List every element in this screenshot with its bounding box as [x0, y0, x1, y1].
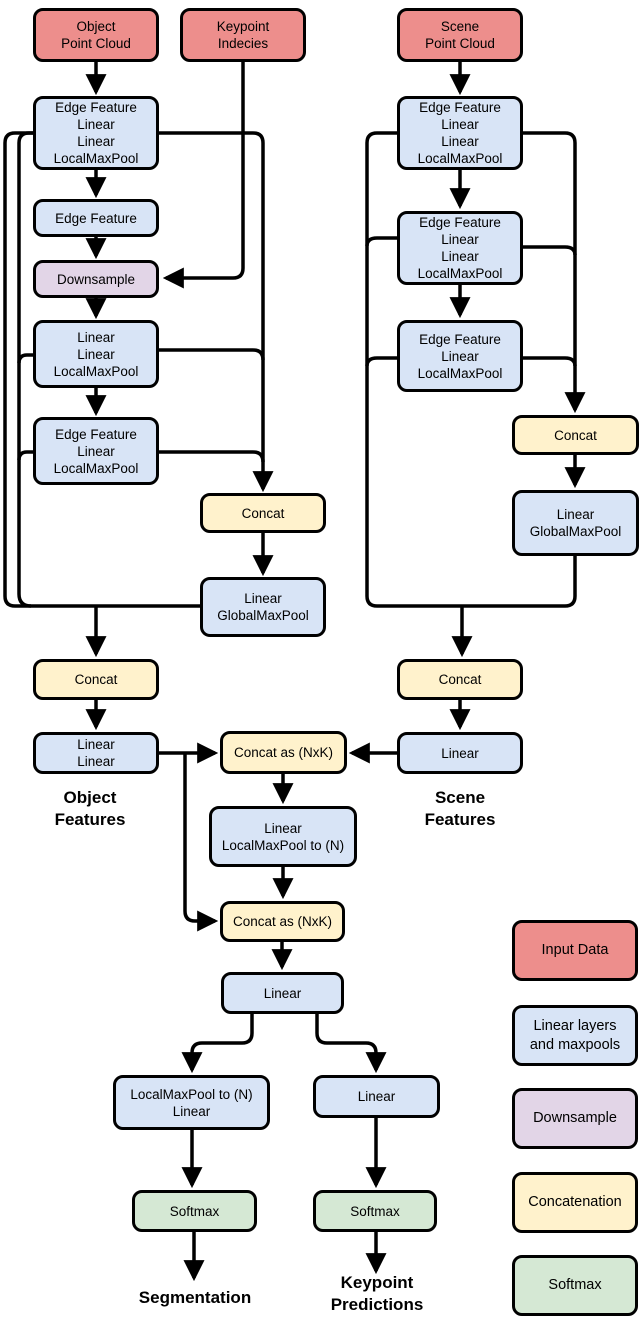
- node-keypoint-indecies: Keypoint Indecies: [180, 8, 306, 62]
- node-downsample: Downsample: [33, 260, 159, 298]
- object-features-label: Object Features: [54, 788, 126, 829]
- scene-features-label: Scene Features: [424, 788, 496, 829]
- node-object-block-2: Linear Linear LocalMaxPool: [33, 320, 159, 388]
- node-object-linear-globalmaxpool: Linear GlobalMaxPool: [200, 577, 326, 637]
- node-segmentation-block: LocalMaxPool to (N) Linear: [113, 1075, 270, 1130]
- node-object-edge-feature: Edge Feature: [33, 199, 159, 237]
- node-linear-localmaxpool-n: Linear LocalMaxPool to (N): [209, 806, 357, 867]
- legend-softmax: Softmax: [512, 1255, 638, 1316]
- node-concat-nxk-2: Concat as (NxK): [220, 901, 345, 942]
- node-keypoint-softmax: Softmax: [313, 1190, 437, 1232]
- node-scene-linear-globalmaxpool: Linear GlobalMaxPool: [512, 490, 639, 556]
- node-scene-point-cloud: Scene Point Cloud: [397, 8, 523, 62]
- segmentation-label: Segmentation: [138, 1288, 252, 1307]
- node-head-linear: Linear: [221, 972, 344, 1014]
- node-object-point-cloud: Object Point Cloud: [33, 8, 159, 62]
- node-object-mid-concat: Concat: [200, 493, 326, 533]
- legend-downsample: Downsample: [512, 1088, 638, 1149]
- node-scene-edge-block-2: Edge Feature Linear Linear LocalMaxPool: [397, 211, 523, 285]
- legend-input-data: Input Data: [512, 920, 638, 981]
- legend-concatenation: Concatenation: [512, 1172, 638, 1233]
- keypoint-predictions-label: Keypoint Predictions: [330, 1273, 424, 1314]
- node-concat-nxk-1: Concat as (NxK): [220, 731, 347, 774]
- node-scene-concat-1: Concat: [512, 415, 639, 455]
- node-object-linear-linear: Linear Linear: [33, 732, 159, 774]
- legend-linear-layers: Linear layers and maxpools: [512, 1005, 638, 1066]
- node-object-block-3: Edge Feature Linear LocalMaxPool: [33, 417, 159, 485]
- node-scene-concat-2: Concat: [397, 659, 523, 700]
- node-object-edge-block-1: Edge Feature Linear Linear LocalMaxPool: [33, 96, 159, 170]
- node-scene-linear: Linear: [397, 732, 523, 774]
- node-keypoint-linear: Linear: [313, 1075, 440, 1118]
- node-scene-edge-block-3: Edge Feature Linear LocalMaxPool: [397, 320, 523, 392]
- node-scene-edge-block-1: Edge Feature Linear Linear LocalMaxPool: [397, 96, 523, 170]
- node-object-concat-2: Concat: [33, 659, 159, 700]
- node-segmentation-softmax: Softmax: [132, 1190, 257, 1232]
